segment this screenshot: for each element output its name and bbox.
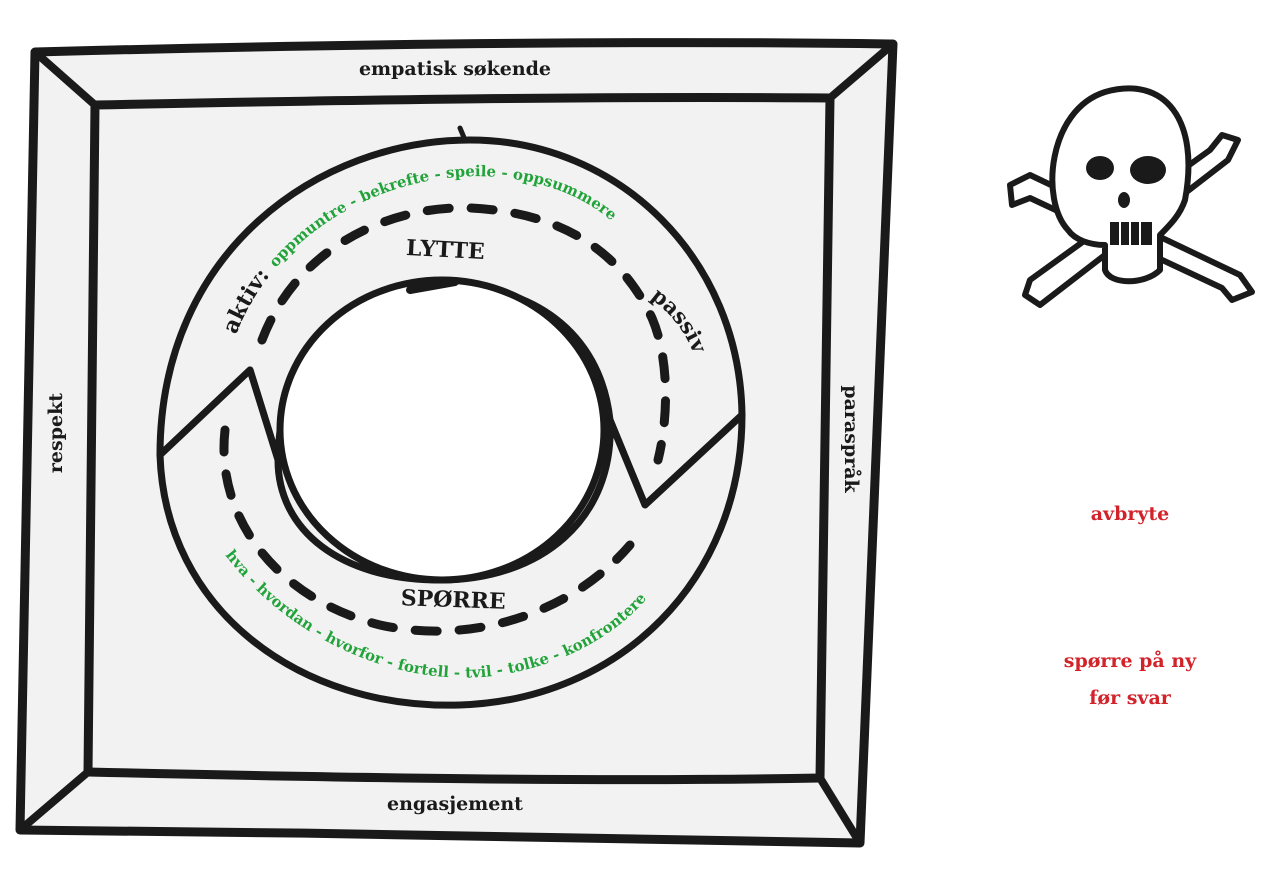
skull-eye-left xyxy=(1086,156,1114,180)
dashed-track-lower xyxy=(219,425,635,636)
frame-label-top: empatisk søkende xyxy=(359,58,551,80)
skull-eye-right xyxy=(1130,156,1166,184)
skull-teeth-gaps xyxy=(1119,221,1141,246)
skull-crossbones-icon xyxy=(1007,85,1255,308)
skull xyxy=(1049,85,1192,285)
listen-label: LYTTE xyxy=(405,235,485,265)
bevel-bottom-right xyxy=(816,774,864,847)
frame-label-bottom: engasjement xyxy=(387,793,523,815)
cycle-ring xyxy=(156,125,746,709)
ask-label: SPØRRE xyxy=(400,585,506,615)
bevel-top-left xyxy=(31,48,99,109)
bevel-top-right xyxy=(826,40,897,102)
pitfall-interrupt: avbryte xyxy=(1090,503,1170,525)
frame-label-left: respekt xyxy=(45,393,67,473)
ring-center xyxy=(276,276,608,584)
ring-tick-top xyxy=(457,125,468,143)
bevel-bottom-left xyxy=(16,768,92,834)
skull-nose xyxy=(1118,192,1130,208)
frame-label-right: paraspråk xyxy=(840,385,863,493)
ring-lower-arrow xyxy=(156,366,746,709)
pitfall-ask-again-line1: spørre på ny xyxy=(1063,650,1197,672)
dashed-track-upper xyxy=(257,203,671,465)
pitfall-ask-again-line2: før svar xyxy=(1089,687,1171,709)
ring-tick-inner xyxy=(406,278,459,294)
